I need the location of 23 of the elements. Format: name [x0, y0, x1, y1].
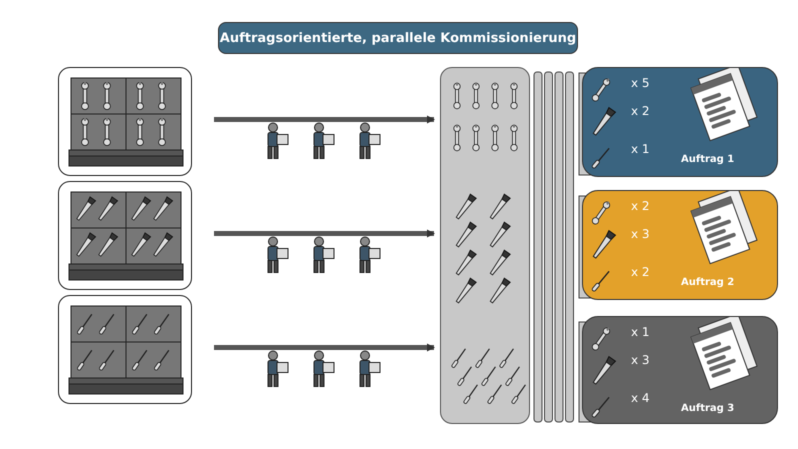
- pallet-frame: [58, 295, 192, 404]
- order-label: Auftrag 2: [681, 277, 734, 288]
- title-banner: Auftragsorientierte, parallele Kommissionierung: [218, 22, 578, 54]
- quantity-label: x 1: [631, 142, 650, 156]
- pallet-frame: [58, 181, 192, 290]
- order-card: [582, 190, 778, 300]
- quantity-label: x 1: [631, 325, 650, 339]
- quantity-label: x 2: [631, 104, 650, 118]
- quantity-label: x 3: [631, 353, 650, 367]
- quantity-label: x 3: [631, 227, 650, 241]
- sorting-rack: [440, 67, 530, 424]
- arrow: [214, 344, 435, 352]
- order-label: Auftrag 1: [681, 154, 734, 165]
- pallet-frame: [58, 67, 192, 176]
- arrow: [214, 116, 435, 124]
- quantity-label: x 2: [631, 199, 650, 213]
- order-label: Auftrag 3: [681, 403, 734, 414]
- quantity-label: x 2: [631, 265, 650, 279]
- quantity-label: x 5: [631, 76, 650, 90]
- order-card: [582, 67, 778, 177]
- arrow: [214, 230, 435, 238]
- order-card: [582, 316, 778, 424]
- quantity-label: x 4: [631, 391, 650, 405]
